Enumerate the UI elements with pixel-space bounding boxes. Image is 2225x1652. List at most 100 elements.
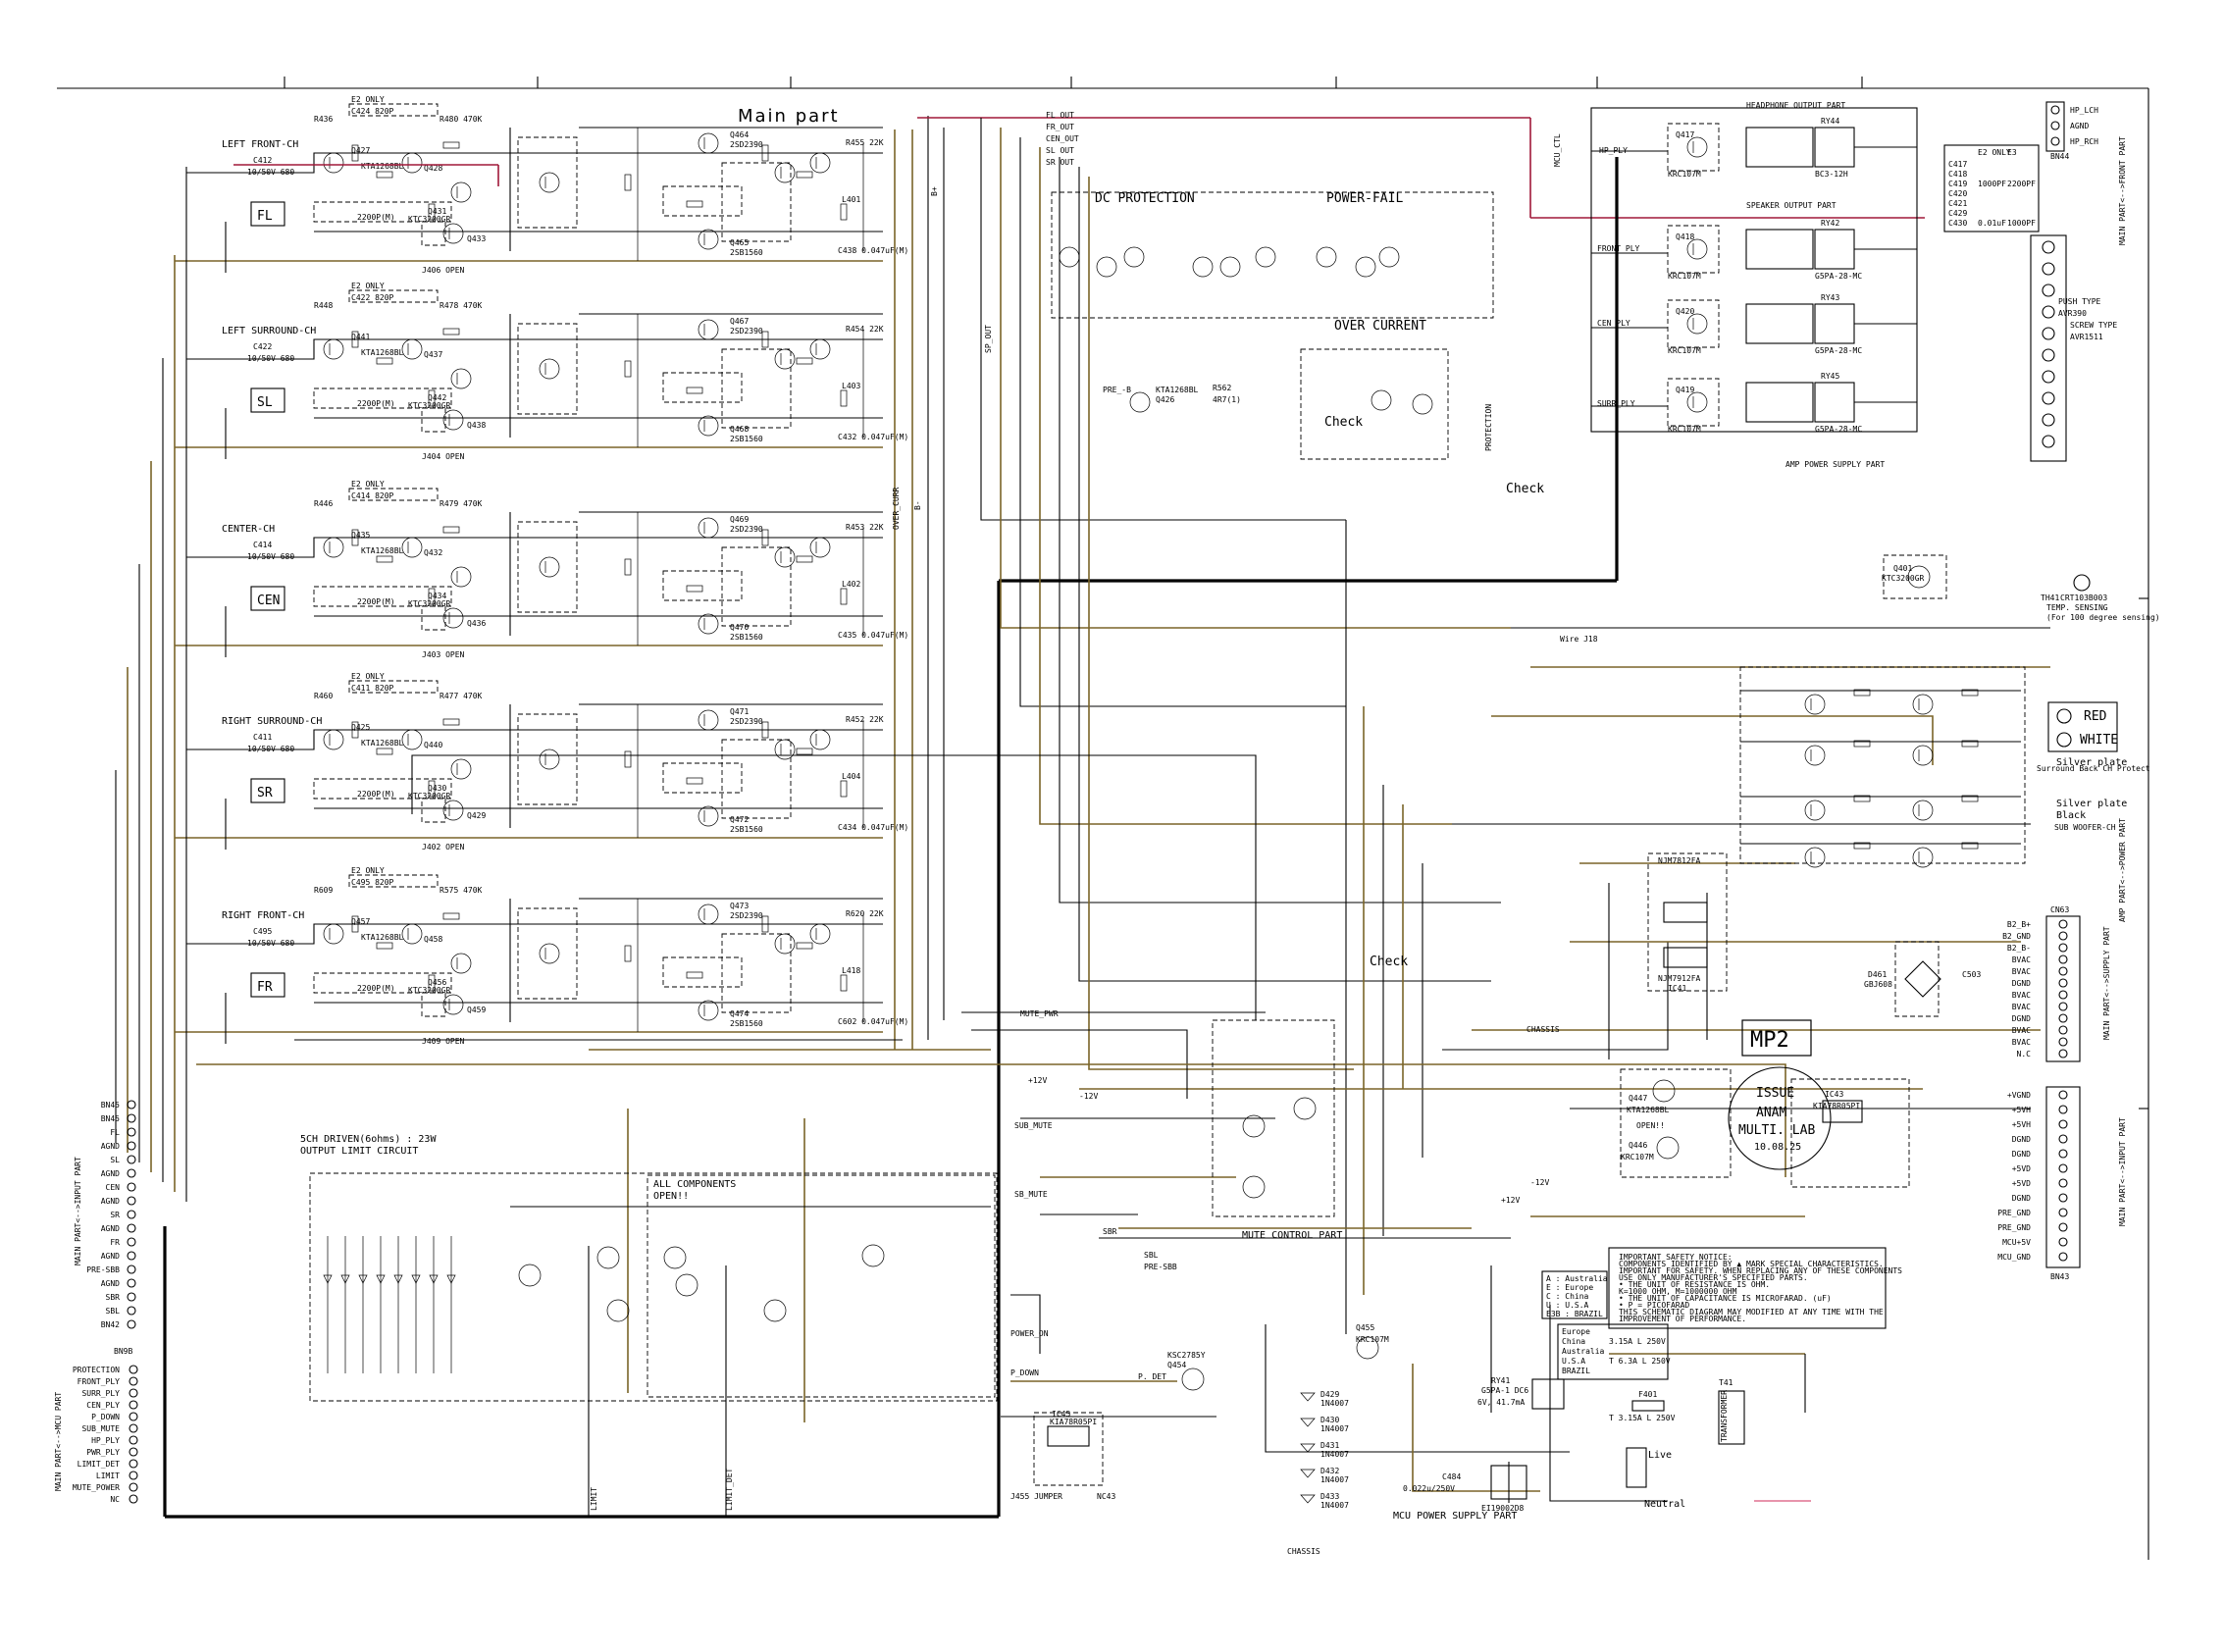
output-cap: C438 0.047uF(M) [838,246,908,255]
transistor-q3: Q442 [428,393,446,402]
white-terminal-label: WHITE [2080,733,2118,748]
connector-pin-label: +VGND [2007,1091,2031,1100]
issue-line-1: ISSUE [1756,1086,1794,1101]
q454-part: KSC2785Y [1167,1351,1206,1360]
connector-pin-label: SBR [106,1293,121,1302]
region-code: U : U.S.A [1546,1301,1589,1310]
transistor-q2: Q428 [424,164,442,173]
connector-pin-label: HP_RCH [2070,137,2098,146]
e2-cell: 1000PF [1978,180,2006,188]
driver-npn-part: 2SD2390 [730,717,763,726]
comp-cap-value: 2200P(M) [357,399,395,408]
driver-npn-part: 2SD2390 [730,140,763,149]
region-code: A : Australia [1546,1274,1608,1283]
input-cap-value: 10/50V 680 [247,354,294,363]
output-resistor: R455 22K [846,138,884,147]
surr-ply-label: SURR_PLY [1597,399,1635,408]
feedback-resistor: R480 470K [440,115,483,124]
relay41-label: RY41 [1491,1376,1510,1385]
driver-pnp-part: 2SB1560 [730,435,763,443]
volt-12m-label-b: -12V [1530,1178,1549,1187]
relay-name: RY42 [1821,219,1839,228]
sub-woofer-label: SUB WOOFER-CH [2054,823,2116,832]
q447-area: Q447 KTA1268BL Q446 KRC107M OPEN!! [1620,1068,1732,1178]
relay-driver: Q417 [1676,130,1694,139]
screw-model-label: AVR1511 [2070,333,2103,341]
chassis-label-2: CHASSIS [1287,1547,1320,1556]
power-connector-name: CN63 [2050,905,2069,914]
relay41-rating: 6V, 41.7mA [1477,1398,1525,1407]
wire-label: Wire J18 [1560,635,1598,644]
issue-line-4: 10.08.25 [1754,1142,1801,1153]
fuse-id: F401 [1638,1390,1657,1399]
surround-back-row [1740,842,2021,868]
connector-pin-label: B2_B+ [2007,920,2031,929]
drive-subtitle: OUTPUT LIMIT CIRCUIT [300,1146,418,1157]
transistor-q3: Q456 [428,978,446,987]
driver-pnp-part: 2SB1560 [730,248,763,257]
channel-tag: SR [257,786,273,800]
connector-pin-label: FL [110,1128,120,1137]
q447-label: Q447 [1629,1094,1647,1103]
notice-line: K=1000 OHM, M=1000000 OHM [1619,1287,1737,1296]
connector-pin-label: PRE_GND [1997,1209,2031,1217]
surround-back-row [1740,689,2021,715]
channel-title: RIGHT FRONT-CH [222,910,304,921]
driver-npn-part: 2SD2390 [730,911,763,920]
input-resistor: R448 [314,301,333,310]
protection-transistors [1059,246,1433,415]
transformer-part: TRANSFORMER [1720,1390,1729,1442]
channel-title: LEFT FRONT-CH [222,139,298,150]
e2-cell: C429 [1948,209,1967,218]
transistor-q4: Q429 [467,811,486,820]
input-resistor: R436 [314,115,333,124]
input-cap-value: 10/50V 680 [247,168,294,177]
transistor-q1-part: KTA1268BL [361,162,404,171]
connector-pin-label: FRONT_PLY [78,1377,121,1386]
output-cap: C435 0.047uF(M) [838,631,908,640]
q447-open: OPEN!! [1636,1121,1665,1130]
headphone-label: HEADPHONE OUTPUT PART [1746,101,1845,110]
connector-pin-label: LIMIT [96,1471,120,1480]
driver-pnp: Q468 [730,425,749,434]
limit-label: LIMIT [590,1487,598,1511]
input-resistor: R609 [314,886,333,895]
transistor-q2: Q432 [424,548,442,557]
connector-pin-label: SL [110,1156,120,1164]
transistor-q3: Q430 [428,784,446,793]
sbr-label: SBR [1103,1227,1117,1236]
mute-control-label: MUTE CONTROL PART [1242,1230,1342,1241]
volt-12m-label: -12V [1079,1092,1098,1101]
mcu-power-label: MCU POWER SUPPLY PART [1393,1511,1517,1522]
input-cap-value: 10/50V 680 [247,939,294,948]
notice-line: IMPORTANT SAFETY NOTICE: [1619,1253,1733,1262]
input-cap: C411 [253,733,272,742]
mute-pwr-label: MUTE_PWR [1020,1009,1059,1018]
connector-pin-label: +5VD [2012,1164,2031,1173]
transistor-q1-part: KTA1268BL [361,933,404,942]
output-inductor: L418 [842,966,860,975]
transistor-q3-part: KTC3200GR [408,792,451,800]
output-cap: C432 0.047uF(M) [838,433,908,441]
transistor-q1: Q425 [351,723,370,732]
connector-pin-label: PWR_PLY [86,1448,120,1457]
b-plus-label: B+ [930,186,939,196]
sbl-label: SBL [1144,1251,1159,1260]
bridge-part: GBJ608 [1864,980,1892,989]
e2-head: E2 ONLY [1978,148,2011,157]
output-inductor: L401 [842,195,860,204]
transistor-q4: Q436 [467,619,486,628]
q446-part: KRC107M [1621,1153,1654,1162]
protection-area: DC PROTECTION POWER-FAIL OVER CURRENT Ch… [892,133,1562,969]
sheet-frame [57,77,2149,1560]
pre-b-label: PRE_-B [1103,386,1131,394]
relay-name: RY45 [1821,372,1839,381]
comp-cap-value: 2200P(M) [357,597,395,606]
thermistor-label: TH41 [2041,594,2059,602]
fuse-region: U.S.A [1562,1357,1585,1366]
driver-pnp: Q474 [730,1009,749,1018]
rectifier-diode-part: 1N4007 [1320,1424,1349,1433]
